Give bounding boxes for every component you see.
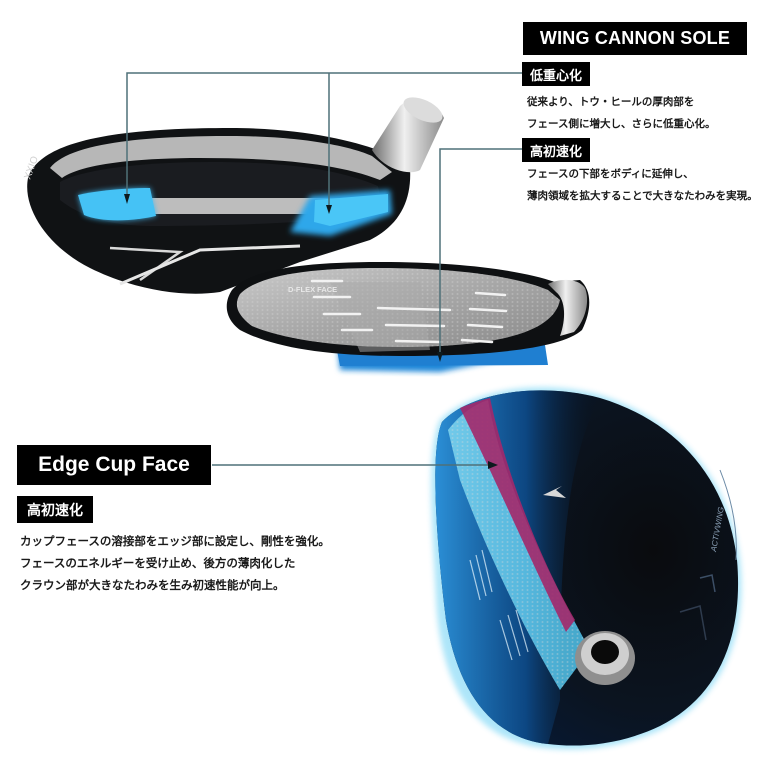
face-view-head: D-FLEX FACE [226,262,590,372]
wing-cannon-sole-title: WING CANNON SOLE [523,22,747,55]
sole-view-head: XXIO [22,97,444,294]
crown-view-head: ACTIVWING [431,387,742,750]
description-line: 薄肉領域を拡大することで大きなたわみを実現。 [527,190,758,202]
svg-text:D-FLEX FACE: D-FLEX FACE [288,285,337,294]
description-line: 従来より、トウ・ヒールの厚肉部を [527,96,695,108]
description-line: フェース側に増大し、さらに低重心化。 [527,118,716,130]
description-line: フェースのエネルギーを受け止め、後方の薄肉化した [20,556,296,570]
description-line: フェースの下部をボディに延伸し、 [527,168,694,180]
low-cog-description: 従来より、トウ・ヒールの厚肉部を フェース側に増大し、さらに低重心化。 [527,91,715,135]
description-line: クラウン部が大きなたわみを生み初速性能が向上。 [20,578,285,592]
low-center-of-gravity-tag: 低重心化 [522,62,591,86]
edge-cup-face-description: カップフェースの溶接部をエッジ部に設定し、剛性を強化。 フェースのエネルギーを受… [20,530,330,596]
edge-cup-face-title: Edge Cup Face [17,445,211,485]
high-ball-speed-tag: 高初速化 [522,138,591,162]
edge-cup-high-ball-speed-tag: 高初速化 [17,496,93,523]
description-line: カップフェースの溶接部をエッジ部に設定し、剛性を強化。 [20,534,330,548]
high-ball-speed-description: フェースの下部をボディに延伸し、 薄肉領域を拡大することで大きなたわみを実現。 [527,163,758,207]
leader-lines [126,72,522,466]
